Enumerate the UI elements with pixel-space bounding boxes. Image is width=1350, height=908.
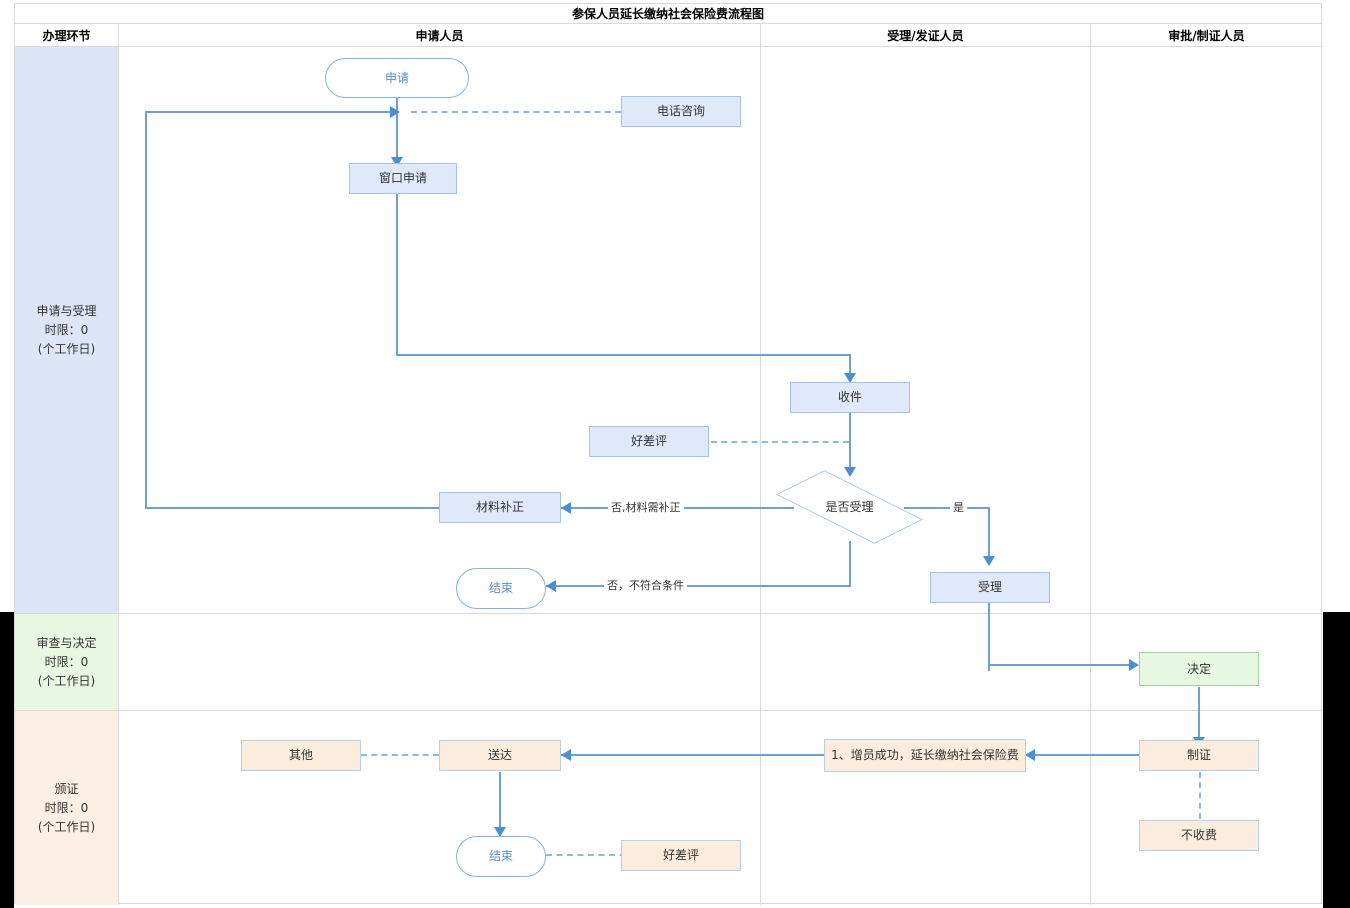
node-result-note[interactable]: 1、增员成功，延长缴纳社会保险费 (824, 739, 1026, 772)
node-end-bottom[interactable]: 结束 (456, 836, 546, 877)
conn-start-to-window (396, 95, 398, 163)
node-receive[interactable]: 收件 (790, 382, 910, 413)
arrow-loop-into-flow (390, 106, 400, 118)
conn-decide-to-cert (1198, 687, 1200, 744)
conn-receive-to-decision (849, 411, 851, 473)
conn-yes-down (988, 507, 990, 562)
conn-loop-vertical (145, 111, 147, 508)
stage-limit-3: 时限：0 (44, 800, 89, 815)
conn-into-receive (849, 354, 851, 381)
node-decision-accept[interactable]: 是否受理 (776, 470, 923, 544)
conn-accept-to-decide (988, 664, 1137, 666)
conn-loop-top (145, 111, 391, 113)
dash-cert-to-nofee (1199, 772, 1201, 819)
stage-unit-2: (个工作日) (37, 673, 96, 688)
arrow-to-receive (844, 373, 856, 383)
node-accept[interactable]: 受理 (930, 572, 1050, 603)
edge-label-no-fix: 否,材料需补正 (608, 499, 684, 515)
arrow-to-window (391, 157, 403, 167)
column-header-approve: 审批/制证人员 (1168, 28, 1245, 43)
conn-accept-down (988, 601, 990, 671)
grid-vline-3 (1090, 24, 1091, 905)
node-make-cert[interactable]: 制证 (1139, 740, 1259, 771)
conn-decision-to-end (546, 585, 851, 587)
grid-hline-2 (15, 710, 1321, 711)
stage-cell-application: 申请与受理 时限：0 (个工作日) (15, 47, 118, 613)
node-fix-material[interactable]: 材料补正 (439, 492, 561, 523)
page-title: 参保人员延长缴纳社会保险费流程图 (15, 4, 1321, 24)
conn-note-to-deliver (561, 754, 825, 756)
conn-decision-down (849, 541, 851, 587)
node-rating-top[interactable]: 好差评 (589, 426, 709, 457)
conn-window-down (396, 193, 398, 355)
right-bleed-band (1323, 612, 1350, 908)
conn-decision-yes (904, 507, 990, 509)
arrow-to-note (1025, 749, 1035, 761)
column-header-accept: 受理/发证人员 (887, 28, 964, 43)
table-header-row: 办理环节 申请人员 受理/发证人员 审批/制证人员 (15, 24, 1321, 47)
stage-name-1: 申请与受理 (36, 303, 97, 318)
arrow-to-fix (561, 502, 571, 514)
conn-cert-to-note (1025, 754, 1139, 756)
node-deliver[interactable]: 送达 (439, 740, 561, 771)
stage-unit-1: (个工作日) (37, 341, 96, 356)
stage-unit-3: (个工作日) (37, 819, 96, 834)
arrow-to-end-top (546, 580, 556, 592)
stage-name-3: 颁证 (54, 781, 79, 796)
node-start[interactable]: 申请 (325, 58, 469, 98)
arrow-to-decision-node (1129, 659, 1139, 671)
edge-label-no-condition: 否，不符合条件 (604, 577, 687, 593)
arrow-to-end-bottom (494, 827, 506, 837)
stage-cell-certification: 颁证 时限：0 (个工作日) (15, 711, 118, 905)
node-no-fee[interactable]: 不收费 (1139, 820, 1259, 851)
stage-name-2: 审查与决定 (36, 635, 97, 650)
arrow-to-deliver (561, 749, 571, 761)
conn-loop-bottom (145, 507, 439, 509)
flowchart-table: 参保人员延长缴纳社会保险费流程图 办理环节 申请人员 受理/发证人员 审批/制证… (14, 3, 1322, 905)
dash-rating-top (711, 441, 849, 443)
dash-phone-consult (411, 111, 621, 113)
node-phone-consult[interactable]: 电话咨询 (621, 96, 741, 127)
conn-deliver-to-end (499, 772, 501, 834)
column-header-apply: 申请人员 (415, 28, 464, 43)
node-end-top[interactable]: 结束 (456, 568, 546, 609)
node-decision[interactable]: 决定 (1139, 652, 1259, 686)
grid-vline-2 (760, 24, 761, 905)
stage-limit-1: 时限：0 (44, 322, 89, 337)
grid-vline-1 (118, 24, 119, 905)
node-rating-bottom[interactable]: 好差评 (621, 840, 741, 871)
conn-window-right (396, 354, 851, 356)
arrow-to-decision (844, 467, 856, 477)
node-other[interactable]: 其他 (241, 740, 361, 771)
arrow-to-accept (983, 556, 995, 566)
node-decision-accept-label: 是否受理 (825, 499, 874, 514)
stage-limit-2: 时限：0 (44, 654, 89, 669)
column-header-stage: 办理环节 (42, 28, 91, 43)
node-window-application[interactable]: 窗口申请 (349, 163, 457, 194)
left-bleed-band (0, 612, 14, 908)
stage-cell-review: 审查与决定 时限：0 (个工作日) (15, 614, 118, 710)
dash-rating-bottom (546, 854, 636, 856)
dash-other-to-deliver (361, 754, 439, 756)
grid-hline-1 (15, 613, 1321, 614)
edge-label-yes: 是 (950, 499, 967, 515)
